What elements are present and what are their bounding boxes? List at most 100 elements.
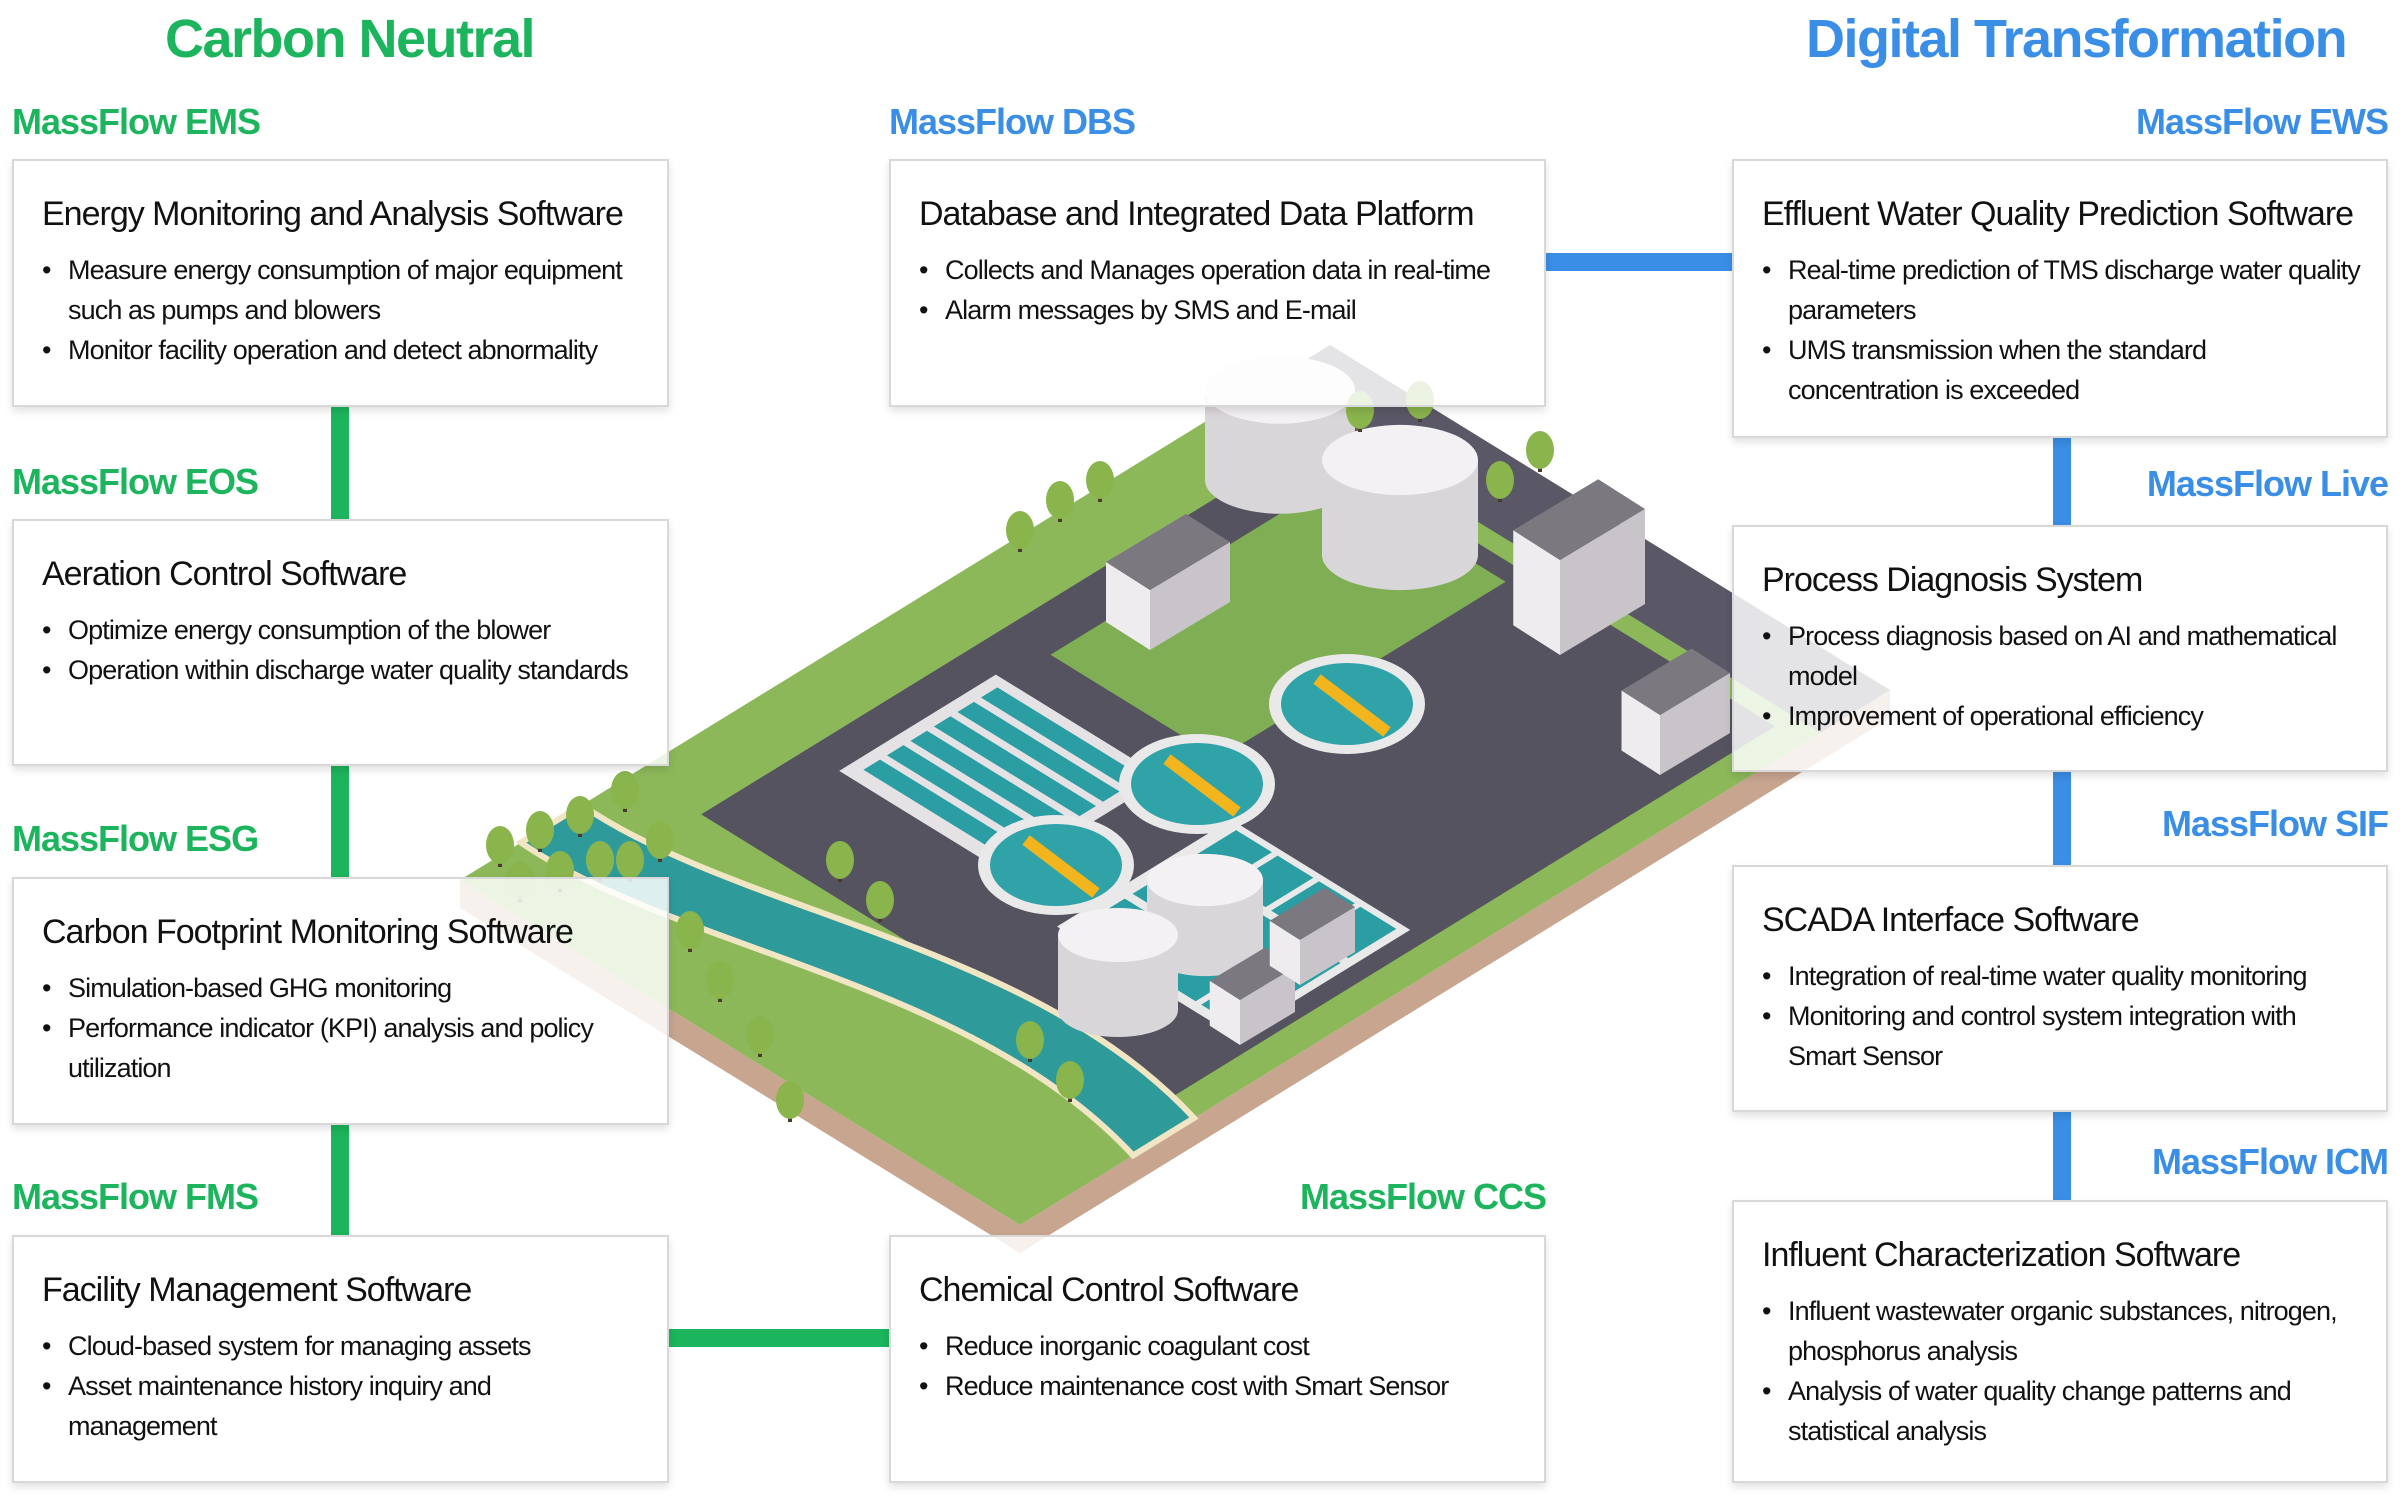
- blower-building: [1209, 980, 1240, 1045]
- bullet-item: Measure energy consumption of major equi…: [42, 250, 641, 330]
- tank-base: [1205, 446, 1355, 514]
- tree: [486, 826, 514, 864]
- connector-sif-icm: [2053, 1112, 2071, 1200]
- tree: [1056, 1061, 1084, 1099]
- connector-live-sif: [2053, 772, 2071, 865]
- ccs-bullets: Reduce inorganic coagulant costReduce ma…: [919, 1326, 1518, 1406]
- sif-bullets: Integration of real-time water quality m…: [1762, 956, 2360, 1076]
- ground-edge: [460, 690, 1890, 1253]
- bullet-item: Optimize energy consumption of the blowe…: [42, 610, 641, 650]
- tree: [706, 961, 734, 999]
- ews-title: Effluent Water Quality Prediction Softwa…: [1762, 195, 2354, 233]
- esg-card: Carbon Footprint Monitoring SoftwareSimu…: [12, 877, 669, 1125]
- control-building: [1660, 673, 1730, 775]
- ews-label: MassFlow EWS: [2135, 101, 2389, 142]
- ccs-title: Chemical Control Software: [919, 1271, 1299, 1309]
- tank-top: [1147, 853, 1263, 907]
- ccs-label: MassFlow CCS: [1299, 1176, 1547, 1217]
- dbs-card: Database and Integrated Data PlatformCol…: [889, 159, 1546, 407]
- office-building: [1513, 530, 1560, 655]
- eos-bullets: Optimize energy consumption of the blowe…: [42, 610, 641, 690]
- connector-dbs-ews: [1546, 253, 1732, 271]
- tree: [1006, 511, 1034, 549]
- sif-label: MassFlow SIF: [2161, 803, 2389, 844]
- bullet-item: Monitoring and control system integratio…: [1762, 996, 2360, 1076]
- connector-fms-ccs: [669, 1329, 889, 1347]
- bullet-item: Real-time prediction of TMS discharge wa…: [1762, 250, 2361, 330]
- office-building-roof: [1513, 479, 1645, 560]
- bullet-item: Analysis of water quality change pattern…: [1762, 1371, 2360, 1451]
- icm-title: Influent Characterization Software: [1762, 1236, 2241, 1274]
- eos-card: Aeration Control SoftwareOptimize energy…: [12, 519, 669, 766]
- ems-title: Energy Monitoring and Analysis Software: [42, 195, 624, 233]
- bullet-item: Reduce maintenance cost with Smart Senso…: [919, 1366, 1518, 1406]
- bullet-item: Collects and Manages operation data in r…: [919, 250, 1518, 290]
- live-label: MassFlow Live: [2146, 463, 2389, 504]
- bullet-item: Process diagnosis based on AI and mathem…: [1762, 616, 2360, 696]
- chemical-building: [1269, 920, 1300, 985]
- ews-bullets: Real-time prediction of TMS discharge wa…: [1762, 250, 2361, 410]
- bullet-item: Operation within discharge water quality…: [42, 650, 641, 690]
- bullet-item: Cloud-based system for managing assets: [42, 1326, 641, 1366]
- bullet-item: Integration of real-time water quality m…: [1762, 956, 2360, 996]
- tree: [1486, 461, 1514, 499]
- aeration-lane: [863, 759, 1026, 860]
- ccs-card: Chemical Control SoftwareReduce inorgani…: [889, 1235, 1546, 1483]
- live-card: Process Diagnosis SystemProcess diagnosi…: [1732, 525, 2388, 772]
- office-building: [1560, 509, 1645, 655]
- digital-transformation-heading: Digital Transformation: [1806, 9, 2348, 69]
- icm-label: MassFlow ICM: [2151, 1141, 2389, 1182]
- ews-card: Effluent Water Quality Prediction Softwa…: [1732, 159, 2388, 438]
- aeration-lane: [980, 687, 1144, 788]
- tank-base: [1322, 519, 1478, 591]
- aeration-lane: [886, 745, 1050, 846]
- pump-building-roof: [1106, 514, 1230, 590]
- tree: [646, 821, 674, 859]
- dbs-label: MassFlow DBS: [889, 101, 1136, 142]
- dbs-title: Database and Integrated Data Platform: [919, 195, 1475, 233]
- tree: [566, 796, 594, 834]
- bullet-item: Monitor facility operation and detect ab…: [42, 330, 641, 370]
- tank-top: [1322, 424, 1478, 496]
- eos-title: Aeration Control Software: [42, 555, 407, 593]
- tree: [616, 841, 644, 879]
- tree: [676, 911, 704, 949]
- eos-label: MassFlow EOS: [12, 461, 259, 502]
- blower-building: [1240, 967, 1295, 1045]
- bullet-item: Influent wastewater organic substances, …: [1762, 1291, 2360, 1371]
- ems-card: Energy Monitoring and Analysis SoftwareM…: [12, 159, 669, 407]
- ems-bullets: Measure energy consumption of major equi…: [42, 250, 641, 370]
- sif-card: SCADA Interface SoftwareIntegration of r…: [1732, 865, 2388, 1112]
- control-building-roof: [1621, 648, 1730, 715]
- bullet-item: Alarm messages by SMS and E-mail: [919, 290, 1518, 330]
- connector-ews-live: [2053, 438, 2071, 525]
- bullet-item: Improvement of operational efficiency: [1762, 696, 2360, 736]
- river: [515, 801, 1199, 1160]
- esg-label: MassFlow ESG: [12, 818, 259, 859]
- aeration-lane: [933, 716, 1097, 817]
- live-title: Process Diagnosis System: [1762, 561, 2143, 599]
- icm-card: Influent Characterization SoftwareInflue…: [1732, 1200, 2388, 1483]
- bullet-item: Asset maintenance history inquiry and ma…: [42, 1366, 641, 1446]
- clarifier-bridge: [1022, 835, 1100, 898]
- fms-card: Facility Management SoftwareCloud-based …: [12, 1235, 669, 1483]
- connector-eos-esg: [331, 766, 349, 877]
- tree: [526, 811, 554, 849]
- live-bullets: Process diagnosis based on AI and mathem…: [1762, 616, 2360, 736]
- fms-label: MassFlow FMS: [12, 1176, 259, 1217]
- esg-bullets: Simulation-based GHG monitoringPerforman…: [42, 968, 641, 1088]
- tree: [586, 841, 614, 879]
- bullet-item: Reduce inorganic coagulant cost: [919, 1326, 1518, 1366]
- esg-title: Carbon Footprint Monitoring Software: [42, 913, 574, 951]
- pump-building: [1106, 562, 1150, 650]
- tree: [1086, 461, 1114, 499]
- tree: [826, 841, 854, 879]
- aeration-lane: [957, 701, 1120, 802]
- aeration-lane: [910, 730, 1073, 831]
- tree: [1016, 1021, 1044, 1059]
- tank-top: [1058, 908, 1178, 962]
- tree: [746, 1016, 774, 1054]
- fms-bullets: Cloud-based system for managing assetsAs…: [42, 1326, 641, 1446]
- sif-title: SCADA Interface Software: [1762, 901, 2140, 939]
- bullet-item: UMS transmission when the standard conce…: [1762, 330, 2360, 410]
